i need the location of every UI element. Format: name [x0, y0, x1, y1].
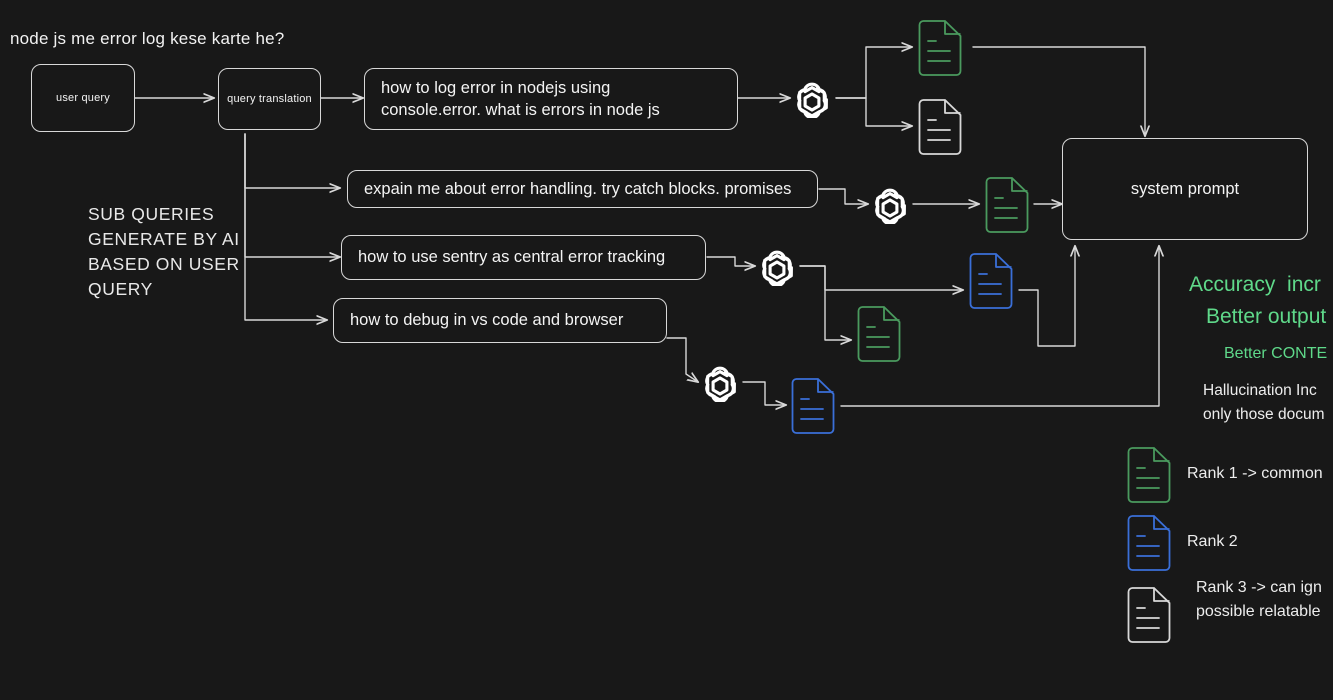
document-icon: [1126, 514, 1172, 572]
sub-query-box-3[interactable]: how to use sentry as central error track…: [341, 235, 706, 280]
document-icon: [856, 305, 902, 363]
annotation-hallucination-1: Hallucination Inc: [1203, 382, 1317, 399]
sub-query-2-label: expain me about error handling. try catc…: [364, 179, 792, 198]
page-title: node js me error log kese karte he?: [10, 29, 285, 48]
openai-logo-icon: [757, 246, 797, 288]
node-query-translation-label: query translation: [227, 92, 312, 105]
legend-label-rank-3: Rank 3 -> can ign possible relatable: [1196, 579, 1322, 620]
document-icon: [984, 176, 1030, 234]
openai-logo-icon: [792, 78, 832, 120]
node-user-query[interactable]: user query: [31, 64, 135, 132]
sub-query-box-1[interactable]: how to log error in nodejs using console…: [364, 68, 738, 130]
sub-query-box-4[interactable]: how to debug in vs code and browser: [333, 298, 667, 343]
annotation-hallucination-2: only those docum: [1203, 406, 1325, 423]
sub-query-4-label: how to debug in vs code and browser: [350, 311, 624, 330]
node-query-translation[interactable]: query translation: [218, 68, 321, 130]
document-icon: [790, 377, 836, 435]
openai-logo-icon: [870, 184, 910, 226]
document-icon: [1126, 446, 1172, 504]
legend-label-rank-2: Rank 2: [1187, 533, 1238, 550]
document-icon: [917, 19, 963, 77]
annotation-better-context: Better CONTE: [1224, 345, 1328, 362]
document-icon: [917, 98, 963, 156]
node-system-prompt[interactable]: system prompt: [1062, 138, 1308, 240]
document-icon: [968, 252, 1014, 310]
legend-label-rank-1: Rank 1 -> common: [1187, 465, 1323, 482]
node-user-query-label: user query: [56, 91, 110, 104]
document-icon: [1126, 586, 1172, 644]
sub-query-1-label: how to log error in nodejs using console…: [381, 78, 660, 119]
sub-query-3-label: how to use sentry as central error track…: [358, 248, 666, 267]
annotation-better-output: Better output: [1206, 305, 1327, 328]
sub-queries-note: SUB QUERIES GENERATE BY AI BASED ON USER…: [88, 204, 240, 299]
openai-logo-icon: [700, 362, 740, 404]
node-system-prompt-label: system prompt: [1130, 179, 1240, 198]
annotation-accuracy: Accuracy incr: [1189, 273, 1321, 296]
sub-query-box-2[interactable]: expain me about error handling. try catc…: [347, 170, 818, 208]
